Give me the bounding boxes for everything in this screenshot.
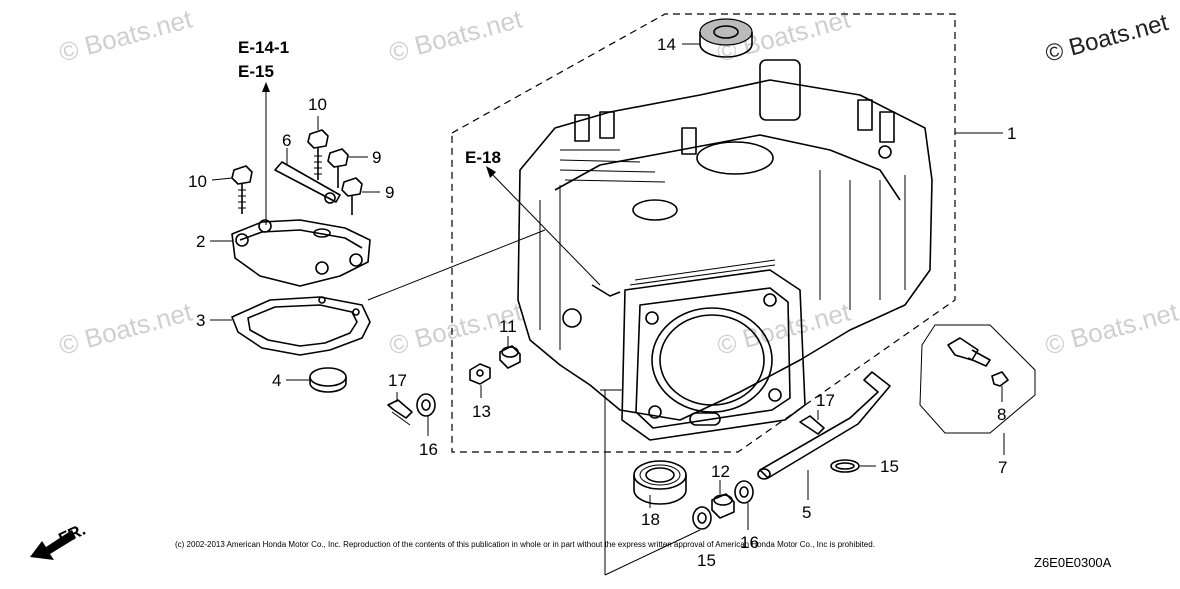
leader-block-diag [604, 529, 701, 576]
o-ring-15 [830, 459, 860, 473]
callout-3: 3 [196, 311, 205, 330]
watermark-text: © Boats.net [714, 296, 854, 360]
nut-13 [469, 363, 491, 385]
callout-9-upper: 9 [372, 148, 381, 167]
gasket-3 [231, 296, 371, 356]
collar-11 [499, 345, 521, 369]
callout-16-left: 16 [419, 440, 438, 459]
sensor-group-box [919, 324, 1036, 434]
callout-15-bottom: 15 [697, 551, 716, 570]
block-bore-top [696, 141, 774, 175]
breather-pipe [591, 284, 621, 297]
cylinder-block [517, 59, 933, 421]
arrow-front-icon [30, 530, 76, 560]
ref-e18[interactable]: E-18 [465, 148, 501, 167]
watermark-corner: © Boats.net [1043, 9, 1172, 68]
washer-16-bottom [734, 480, 754, 504]
cover-2 [231, 219, 371, 287]
ref-e15[interactable]: E-15 [238, 62, 274, 81]
assembly-boundary [451, 13, 956, 453]
bearing-18 [633, 460, 687, 505]
callout-8: 8 [997, 405, 1006, 424]
copyright-notice: (c) 2002-2013 American Honda Motor Co., … [175, 540, 875, 549]
callout-5: 5 [802, 503, 811, 522]
callout-10-left: 10 [188, 172, 207, 191]
callout-18: 18 [641, 510, 660, 529]
callout-16-bottom: 16 [740, 533, 759, 552]
watermark-text: © Boats.net [56, 296, 196, 360]
bolt-10-top [307, 129, 329, 180]
callout-4: 4 [272, 371, 281, 390]
ref-e14-1[interactable]: E-14-1 [238, 38, 289, 57]
callout-2: 2 [196, 232, 205, 251]
washer-15-bottom [692, 506, 712, 530]
callout-labels: E-14-1 E-15 E-18 1 2 3 4 5 6 7 8 9 9 10 … [188, 35, 1016, 570]
arrow-up-icon [262, 82, 270, 92]
front-direction-indicator: FR. [30, 520, 89, 560]
washer-16-left [416, 393, 436, 417]
arrow-e18-icon [486, 166, 496, 178]
watermark-text: © Boats.net [386, 3, 526, 67]
diagram-code: Z6E0E0300A [1034, 555, 1112, 570]
oil-seal-14 [699, 18, 753, 58]
plug-4 [309, 367, 347, 393]
callout-9-lower: 9 [385, 183, 394, 202]
oil-sensor-7 [947, 337, 1009, 387]
ref-e18-line [489, 171, 601, 286]
breather-tube-6 [274, 161, 341, 204]
leader-10-left [211, 177, 233, 181]
clip-17-right [799, 415, 825, 435]
callout-11: 11 [499, 317, 517, 336]
callout-15: 15 [880, 457, 899, 476]
dipstick-tube-5 [757, 371, 891, 480]
callout-6: 6 [282, 131, 291, 150]
watermark-text: © Boats.net [56, 3, 196, 67]
bolt-9-upper [327, 148, 349, 188]
bolt-10-left [231, 165, 253, 214]
watermark-text: © Boats.net [1042, 296, 1180, 360]
callout-10-top: 10 [308, 95, 327, 114]
collar-12 [711, 493, 735, 519]
watermark-layer: © Boats.net © Boats.net © Boats.net © Bo… [56, 3, 1180, 360]
cylinder-face [621, 259, 806, 441]
bolt-9-lower [341, 177, 363, 215]
leader-3-to-block [367, 229, 546, 301]
callout-17-right: 17 [816, 391, 835, 410]
callout-14: 14 [657, 35, 676, 54]
callout-7: 7 [998, 458, 1007, 477]
clip-17-left [387, 399, 413, 426]
callout-17-left: 17 [388, 371, 407, 390]
callout-13: 13 [472, 402, 491, 421]
callout-1: 1 [1007, 124, 1016, 143]
callout-12: 12 [711, 462, 730, 481]
